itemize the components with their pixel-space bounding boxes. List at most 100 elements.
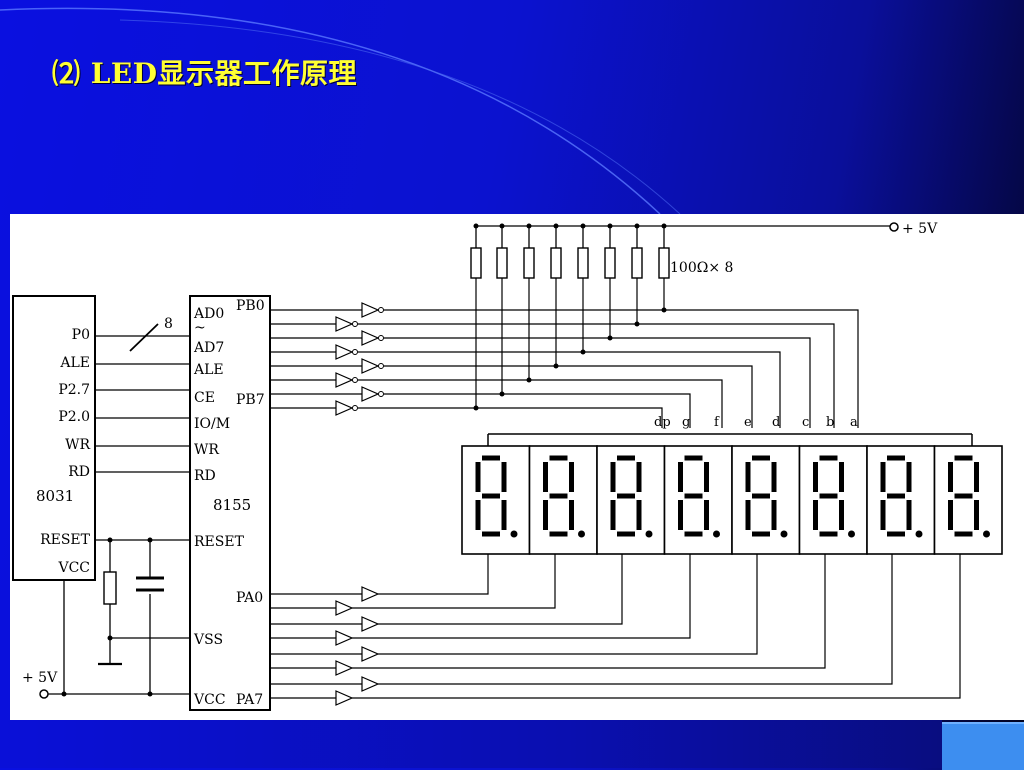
display-6 xyxy=(866,445,936,555)
bus-width-label: 8 xyxy=(164,316,173,332)
pin-8155-right-0: PB0 xyxy=(236,298,265,314)
power-label-top: + 5V xyxy=(902,221,938,237)
pb-seg-line xyxy=(384,365,753,428)
segment-label-c: c xyxy=(802,415,809,430)
junction-dot xyxy=(499,391,505,397)
chip-8031 xyxy=(12,295,96,581)
inverter-bubble xyxy=(352,349,358,355)
pa-com-line xyxy=(378,554,893,685)
pa-com-line xyxy=(352,554,826,669)
resistor-3 xyxy=(550,247,562,279)
corner-box xyxy=(942,722,1024,770)
inverter-bubble xyxy=(378,307,384,313)
segment-label-a: a xyxy=(850,415,858,430)
inverter-pb-5 xyxy=(335,372,354,388)
resistor-array xyxy=(470,223,670,279)
segment-label-f: f xyxy=(714,415,720,430)
inverter-pa-5 xyxy=(335,660,354,676)
display-4 xyxy=(731,445,801,555)
reset-resistor xyxy=(103,571,117,605)
inverter-bubble xyxy=(378,335,384,341)
pb-seg-line xyxy=(358,407,663,428)
resistor-4 xyxy=(577,247,589,279)
pb-seg-line xyxy=(384,309,859,428)
inverter-pb-6 xyxy=(361,386,380,402)
power-label-left: + 5V xyxy=(22,670,58,686)
segment-label-dp: dp xyxy=(654,415,671,430)
pa-com-line xyxy=(378,554,489,595)
inverter-pb-0 xyxy=(361,302,380,318)
pin-8155-left-10: VCC xyxy=(193,692,226,708)
inverter-pa-1 xyxy=(335,600,354,616)
inverter-pa-6 xyxy=(361,676,380,692)
pin-8031-3: P2.0 xyxy=(58,409,90,425)
bottom-strip xyxy=(0,720,942,768)
resistor-1 xyxy=(496,247,508,279)
decimal-point xyxy=(915,530,923,538)
inverter-pb-3 xyxy=(335,344,354,360)
inverter-pb-7 xyxy=(335,400,354,416)
inverter-bubble xyxy=(378,363,384,369)
display-1 xyxy=(528,445,598,555)
power-terminal-left xyxy=(39,689,49,699)
inverter-pa-2 xyxy=(361,616,380,632)
resistor-0 xyxy=(470,247,482,279)
junction-dots xyxy=(61,537,153,697)
pin-8155-left-1: ~ xyxy=(194,320,206,336)
junction-dot xyxy=(526,377,532,383)
inverter-pb-2 xyxy=(361,330,380,346)
pin-8031-7: VCC xyxy=(57,560,90,576)
pa-com-line xyxy=(352,554,556,609)
resistor-label: 100Ω× 8 xyxy=(670,260,733,276)
pin-8155-left-3: ALE xyxy=(193,362,224,378)
inverter-pa-7 xyxy=(335,690,354,706)
pb-seg-line xyxy=(384,337,811,428)
inverter-bubble xyxy=(378,391,384,397)
decimal-point xyxy=(578,530,585,538)
inverter-pa-4 xyxy=(361,646,380,662)
resistor-7 xyxy=(658,247,670,279)
pin-8155-left-5: IO/M xyxy=(194,416,230,432)
junction-dot xyxy=(634,321,640,327)
pin-8155-left-9: VSS xyxy=(193,632,223,648)
inverter-bubble xyxy=(352,377,358,383)
inverter-pa-3 xyxy=(335,630,354,646)
inverter-bubble xyxy=(352,321,358,327)
segment-label-g: g xyxy=(682,415,690,430)
pb-seg-line xyxy=(358,379,723,428)
display-2 xyxy=(596,445,666,555)
pin-8155-left-8: RESET xyxy=(194,534,245,550)
segment-label-d: d xyxy=(772,415,780,430)
display-0 xyxy=(461,445,531,555)
inverter-pb-4 xyxy=(361,358,380,374)
junction-dot xyxy=(607,335,613,341)
pa-com-line xyxy=(352,554,961,699)
pin-8155-right-1: PB7 xyxy=(236,392,265,408)
inverter-pb-1 xyxy=(335,316,354,332)
chip-8155-label: 8155 xyxy=(213,496,251,514)
resistor-6 xyxy=(631,247,643,279)
pin-8155-left-4: CE xyxy=(194,390,215,406)
power-terminal-top xyxy=(889,222,899,232)
inverter-pa-0 xyxy=(361,586,380,602)
pin-8031-4: WR xyxy=(65,437,90,453)
chip-8155 xyxy=(189,295,271,711)
pa-com-line xyxy=(378,554,758,655)
junction-dot xyxy=(661,307,667,313)
resistor-2 xyxy=(523,247,535,279)
pa-com-line xyxy=(378,554,623,625)
segment-label-e: e xyxy=(744,415,752,430)
pa-driver-lines xyxy=(270,554,961,706)
pin-8155-left-7: RD xyxy=(194,468,216,484)
pin-8155-left-0: AD0 xyxy=(193,306,224,322)
segment-label-b: b xyxy=(826,415,834,430)
junction-dot xyxy=(553,363,559,369)
pb-seg-line xyxy=(358,351,781,428)
pa-com-line xyxy=(352,554,691,639)
